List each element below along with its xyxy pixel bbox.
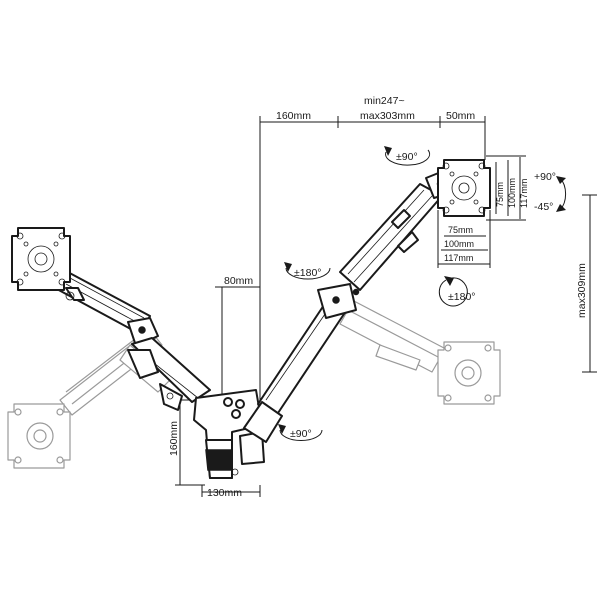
vesa-small-h-label: 75mm (448, 225, 473, 235)
right-arm-assembly (243, 169, 455, 443)
tilt-down-label: -45° (534, 201, 553, 213)
dimension-lines (175, 116, 597, 497)
rotation-head-swivel (384, 146, 431, 166)
head-swivel-label: ±90° (396, 151, 418, 163)
ghost-right-vesa-plate (437, 341, 501, 405)
vesa-small-v-label: 75mm (495, 182, 505, 207)
screen-rotate-label: ±180° (448, 291, 475, 303)
rotation-base-swivel (278, 424, 323, 441)
reach-max-label: max303mm (360, 110, 415, 122)
vesa-large-h-label: 117mm (444, 253, 473, 263)
arm-height-label: 80mm (224, 275, 253, 287)
base-width-label: 130mm (207, 487, 242, 499)
plate-offset-label: 50mm (446, 110, 475, 122)
vertical-travel-label: max309mm (576, 263, 588, 318)
tilt-up-label: +90° (534, 171, 556, 183)
left-vesa-plate (11, 227, 71, 291)
wall-base (193, 389, 265, 479)
top-offset-label: 160mm (276, 110, 311, 122)
vesa-mid-h-label: 100mm (444, 239, 474, 249)
vesa-mid-v-label: 100mm (507, 178, 517, 208)
arm-swivel-label: ±180° (294, 267, 321, 279)
vesa-large-v-label: 117mm (519, 179, 529, 208)
rotation-tilt (556, 176, 567, 212)
rotation-arm-swivel (284, 262, 331, 280)
dimension-labels: 160mm min247~ max303mm 50mm 80mm 130mm 1… (168, 95, 588, 499)
base-height-label: 160mm (168, 421, 180, 456)
left-arm-assembly (54, 269, 211, 411)
base-swivel-label: ±90° (290, 428, 312, 440)
ghost-right-arm (339, 299, 445, 373)
reach-min-label: min247~ (364, 95, 405, 107)
rotation-screen-rotate (438, 276, 468, 307)
right-vesa-plate (437, 159, 491, 217)
rotation-labels: ±90° ±180° ±180° ±90° +90° -45° (290, 151, 556, 440)
ghost-left-vesa-plate (7, 403, 71, 469)
